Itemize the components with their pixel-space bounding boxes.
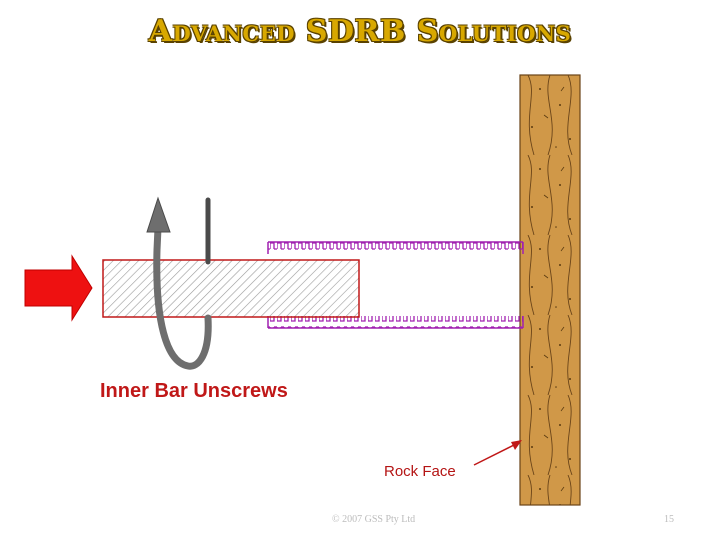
rock-face [519, 74, 581, 506]
rock-face-label: Rock Face [384, 463, 456, 480]
slide-title: Advanced SDRB Solutions [148, 14, 572, 49]
pointer-arrow-icon [473, 440, 522, 466]
footer-copyright: © 2007 GSS Pty Ltd [332, 514, 416, 525]
rotation-arrow-icon [146, 196, 212, 370]
inner-bar [102, 259, 360, 318]
push-arrow-icon [24, 254, 93, 322]
inner-bar-label: Inner Bar Unscrews [100, 380, 288, 402]
outer-sleeve [267, 241, 524, 329]
page-number: 15 [664, 514, 674, 525]
